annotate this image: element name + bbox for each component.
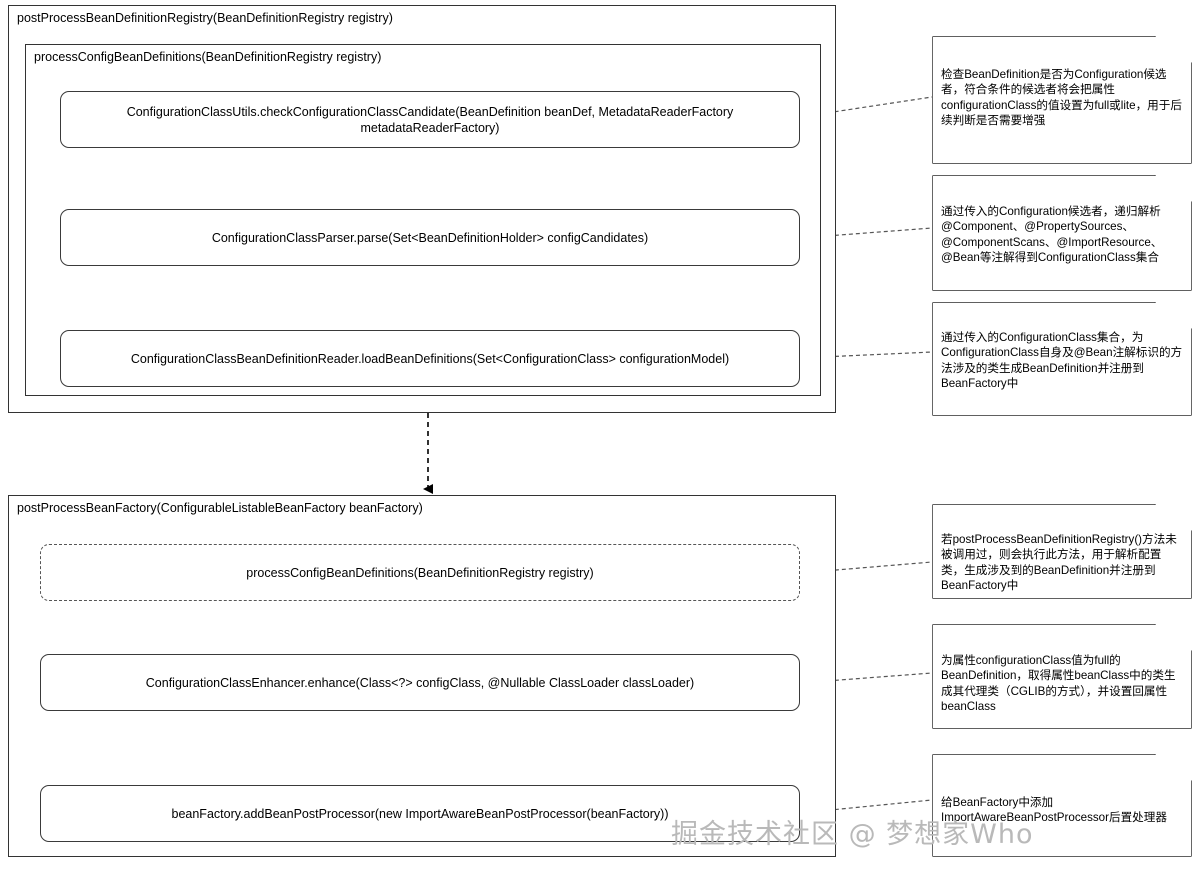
- frame-title-post-process-bean-definition-registry: postProcessBeanDefinitionRegistry(BeanDe…: [17, 11, 393, 25]
- node-label-check-configuration-class-candidate: ConfigurationClassUtils.checkConfigurati…: [126, 104, 734, 135]
- node-configuration-class-parser-parse[interactable]: ConfigurationClassParser.parse(Set<BeanD…: [60, 209, 800, 266]
- node-process-config-bean-definitions[interactable]: processConfigBeanDefinitions(BeanDefinit…: [40, 544, 800, 601]
- node-label-add-bean-post-processor: beanFactory.addBeanPostProcessor(new Imp…: [171, 806, 669, 821]
- frame-title-post-process-bean-factory: postProcessBeanFactory(ConfigurableLista…: [17, 501, 423, 515]
- node-label-configuration-class-enhancer-enhance: ConfigurationClassEnhancer.enhance(Class…: [145, 675, 695, 690]
- node-add-bean-post-processor[interactable]: beanFactory.addBeanPostProcessor(new Imp…: [40, 785, 800, 842]
- note-parser-parse: 通过传入的Configuration候选者，递归解析@Component、@Pr…: [933, 176, 1191, 290]
- note-text-load-bean-definitions: 通过传入的ConfigurationClass集合，为Configuration…: [941, 331, 1183, 390]
- note-enhancer-enhance: 为属性configurationClass值为full的BeanDefiniti…: [933, 625, 1191, 728]
- node-label-load-bean-definitions: ConfigurationClassBeanDefinitionReader.l…: [130, 351, 730, 366]
- node-load-bean-definitions[interactable]: ConfigurationClassBeanDefinitionReader.l…: [60, 330, 800, 387]
- node-label-configuration-class-parser-parse: ConfigurationClassParser.parse(Set<BeanD…: [211, 230, 649, 245]
- note-add-bean-post-processor: 给BeanFactory中添加ImportAwareBeanPostProces…: [933, 755, 1191, 856]
- note-load-bean-definitions: 通过传入的ConfigurationClass集合，为Configuration…: [933, 303, 1191, 415]
- node-label-process-config-bean-definitions: processConfigBeanDefinitions(BeanDefinit…: [246, 565, 594, 580]
- note-text-add-bean-post-processor: 给BeanFactory中添加ImportAwareBeanPostProces…: [941, 796, 1167, 825]
- note-text-enhancer-enhance: 为属性configurationClass值为full的BeanDefiniti…: [941, 654, 1176, 713]
- note-process-config-bean-definitions: 若postProcessBeanDefinitionRegistry()方法未被…: [933, 505, 1191, 598]
- node-configuration-class-enhancer-enhance[interactable]: ConfigurationClassEnhancer.enhance(Class…: [40, 654, 800, 711]
- note-check-candidate: 检查BeanDefinition是否为Configuration候选者，符合条件…: [933, 37, 1191, 163]
- frame-title-process-config-bean-definitions: processConfigBeanDefinitions(BeanDefinit…: [34, 50, 382, 64]
- note-text-parser-parse: 通过传入的Configuration候选者，递归解析@Component、@Pr…: [941, 205, 1163, 264]
- note-text-check-candidate: 检查BeanDefinition是否为Configuration候选者，符合条件…: [941, 68, 1182, 127]
- watermark: 掘金技术社区 @ 梦想家Who: [671, 819, 1034, 850]
- node-check-configuration-class-candidate[interactable]: ConfigurationClassUtils.checkConfigurati…: [60, 91, 800, 148]
- note-text-process-config-bean-definitions: 若postProcessBeanDefinitionRegistry()方法未被…: [941, 533, 1177, 592]
